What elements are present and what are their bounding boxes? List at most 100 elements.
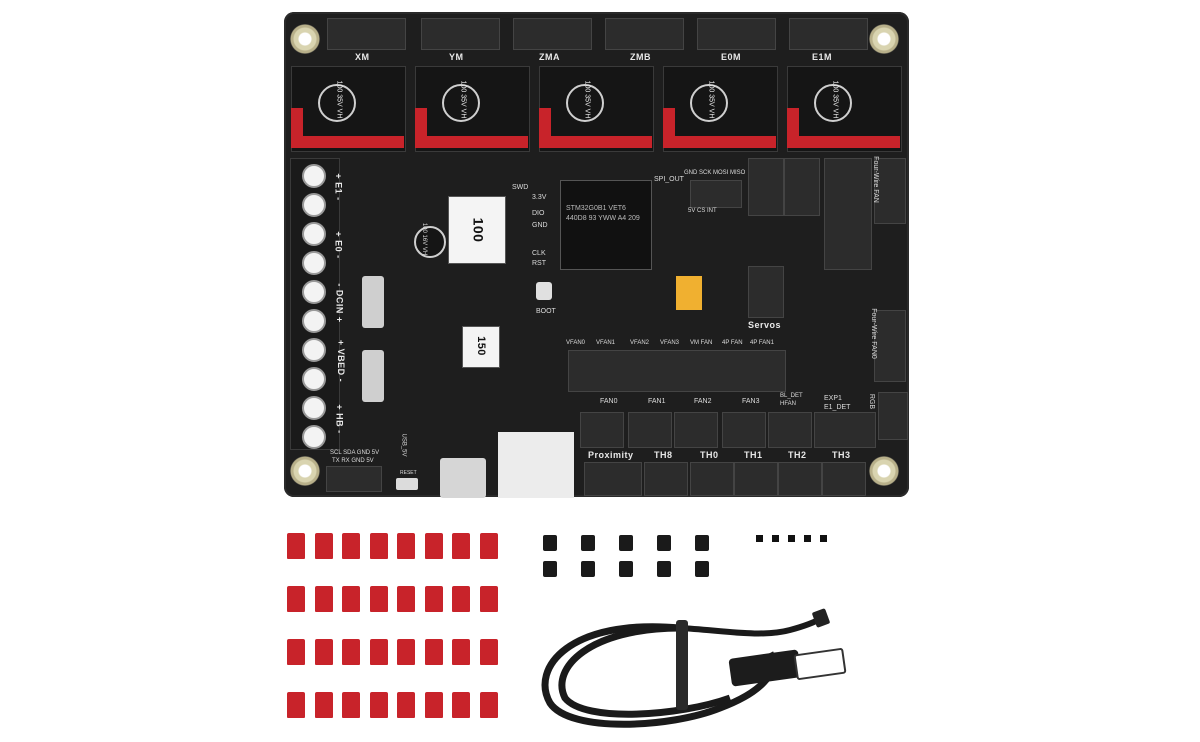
fan1-label: FAN1 bbox=[648, 398, 666, 405]
th0-label: TH0 bbox=[700, 450, 719, 460]
right-header-3 bbox=[824, 158, 872, 270]
right-header-1 bbox=[748, 158, 784, 216]
black-jumper bbox=[543, 535, 557, 551]
terminal-screw-4 bbox=[302, 251, 326, 275]
fan1-connector bbox=[628, 412, 672, 448]
mounting-hole-bottom-right bbox=[869, 456, 899, 486]
terminal-screw-10 bbox=[302, 425, 326, 449]
red-jumper bbox=[424, 692, 443, 718]
inductor-label: 150 bbox=[474, 336, 487, 356]
dip-switch[interactable] bbox=[676, 276, 702, 310]
power-choke bbox=[448, 196, 506, 264]
bl-det-hfan-label: BL_DET HFAN bbox=[780, 393, 803, 407]
terminal-screw-2 bbox=[302, 193, 326, 217]
red-jumper bbox=[452, 692, 470, 718]
motor-connector-ym bbox=[421, 18, 500, 50]
driver-capacitor-3 bbox=[566, 84, 604, 122]
motor-label-ym: YM bbox=[449, 52, 464, 62]
reset-label: RESET bbox=[400, 470, 417, 476]
driver-capacitor-label-3: 100 35V VH bbox=[583, 80, 591, 119]
fan0-connector bbox=[580, 412, 624, 448]
motor-connector-zma bbox=[513, 18, 592, 50]
driver-jumper-row-5 bbox=[787, 136, 900, 148]
black-jumper bbox=[619, 535, 633, 551]
i2c-uart-header bbox=[326, 466, 382, 492]
fan-voltage-header bbox=[568, 350, 786, 392]
spi-out-label: SPI_OUT bbox=[654, 176, 684, 183]
red-jumper bbox=[452, 586, 470, 612]
red-jumper bbox=[342, 639, 360, 665]
th1-connector bbox=[734, 462, 778, 496]
driver-capacitor-2 bbox=[442, 84, 480, 122]
4p-fan1-label: 4P FAN1 bbox=[750, 340, 774, 346]
motor-label-e0m: E0M bbox=[721, 52, 742, 62]
driver-capacitor-label-5: 100 35V VH bbox=[831, 80, 839, 119]
red-jumper bbox=[452, 639, 470, 665]
motor-connector-e1m bbox=[789, 18, 868, 50]
spi-header bbox=[690, 180, 742, 208]
red-jumper bbox=[424, 533, 443, 559]
rgb-label: RGB bbox=[868, 393, 876, 410]
driver-jumper-row-3 bbox=[539, 136, 652, 148]
driver-jumper-row-1 bbox=[291, 136, 404, 148]
red-jumper bbox=[369, 586, 388, 612]
fan2-label: FAN2 bbox=[694, 398, 712, 405]
sd-card-slot[interactable] bbox=[498, 432, 574, 498]
red-jumper bbox=[342, 533, 360, 559]
th3-label: TH3 bbox=[832, 450, 851, 460]
red-jumper bbox=[369, 639, 388, 665]
boot-button[interactable] bbox=[536, 282, 552, 300]
red-jumper bbox=[314, 533, 333, 559]
mcu-label: STM32G0B1 VET6 440D8 93 YWW A4 209 bbox=[566, 205, 640, 222]
motor-connector-xm bbox=[327, 18, 406, 50]
terminal-screw-5 bbox=[302, 280, 326, 304]
black-jumper bbox=[581, 535, 595, 551]
driver-capacitor-5 bbox=[814, 84, 852, 122]
motor-label-zmb: ZMB bbox=[630, 52, 651, 62]
usb-c-port[interactable] bbox=[440, 458, 486, 498]
usb-a-plug-icon bbox=[793, 648, 847, 680]
power-label-e0: + E0 - bbox=[333, 231, 344, 259]
four-wire-fan-connector bbox=[874, 158, 906, 224]
vfan2-label: VFAN2 bbox=[630, 340, 650, 346]
cable-velcro-strap bbox=[676, 620, 688, 710]
red-jumper bbox=[424, 639, 443, 665]
red-jumper bbox=[452, 533, 470, 559]
black-jumper bbox=[619, 561, 633, 577]
red-jumper bbox=[397, 639, 415, 665]
black-jumper-group bbox=[543, 535, 709, 577]
red-jumper bbox=[287, 639, 305, 665]
mounting-hole-top-right bbox=[869, 24, 899, 54]
th8-label: TH8 bbox=[654, 450, 673, 460]
usb-5v-label: USB_5V bbox=[400, 433, 407, 457]
red-jumper bbox=[287, 533, 305, 559]
th0-connector bbox=[690, 462, 734, 496]
black-jumper bbox=[657, 535, 671, 551]
th8-connector bbox=[644, 462, 688, 496]
terminal-screw-6 bbox=[302, 309, 326, 333]
driver-jumper-row-4 bbox=[663, 136, 776, 148]
red-jumper bbox=[369, 533, 388, 559]
tiny-jumper bbox=[820, 535, 827, 542]
rgb-connector bbox=[878, 392, 908, 440]
red-jumper bbox=[369, 692, 388, 718]
red-jumper bbox=[314, 586, 333, 612]
motor-connector-e0m bbox=[697, 18, 776, 50]
fan0-label: FAN0 bbox=[600, 398, 618, 405]
driver-capacitor-4 bbox=[690, 84, 728, 122]
th3-connector bbox=[822, 462, 866, 496]
red-jumper bbox=[287, 586, 305, 612]
red-jumper bbox=[342, 586, 360, 612]
four-wire-fan0-connector bbox=[874, 310, 906, 382]
usb-cable bbox=[541, 608, 847, 728]
power-label-vbed: + VBED - bbox=[336, 339, 347, 383]
tiny-jumper bbox=[804, 535, 811, 542]
reset-button[interactable] bbox=[396, 478, 418, 490]
red-jumper bbox=[479, 586, 498, 612]
fuse-1 bbox=[362, 276, 384, 328]
motor-label-zma: ZMA bbox=[539, 52, 560, 62]
red-jumper bbox=[342, 692, 360, 718]
driver-capacitor-1 bbox=[318, 84, 356, 122]
usb-a-plug-body bbox=[728, 649, 802, 687]
4p-fan-label: 4P FAN bbox=[722, 340, 743, 346]
